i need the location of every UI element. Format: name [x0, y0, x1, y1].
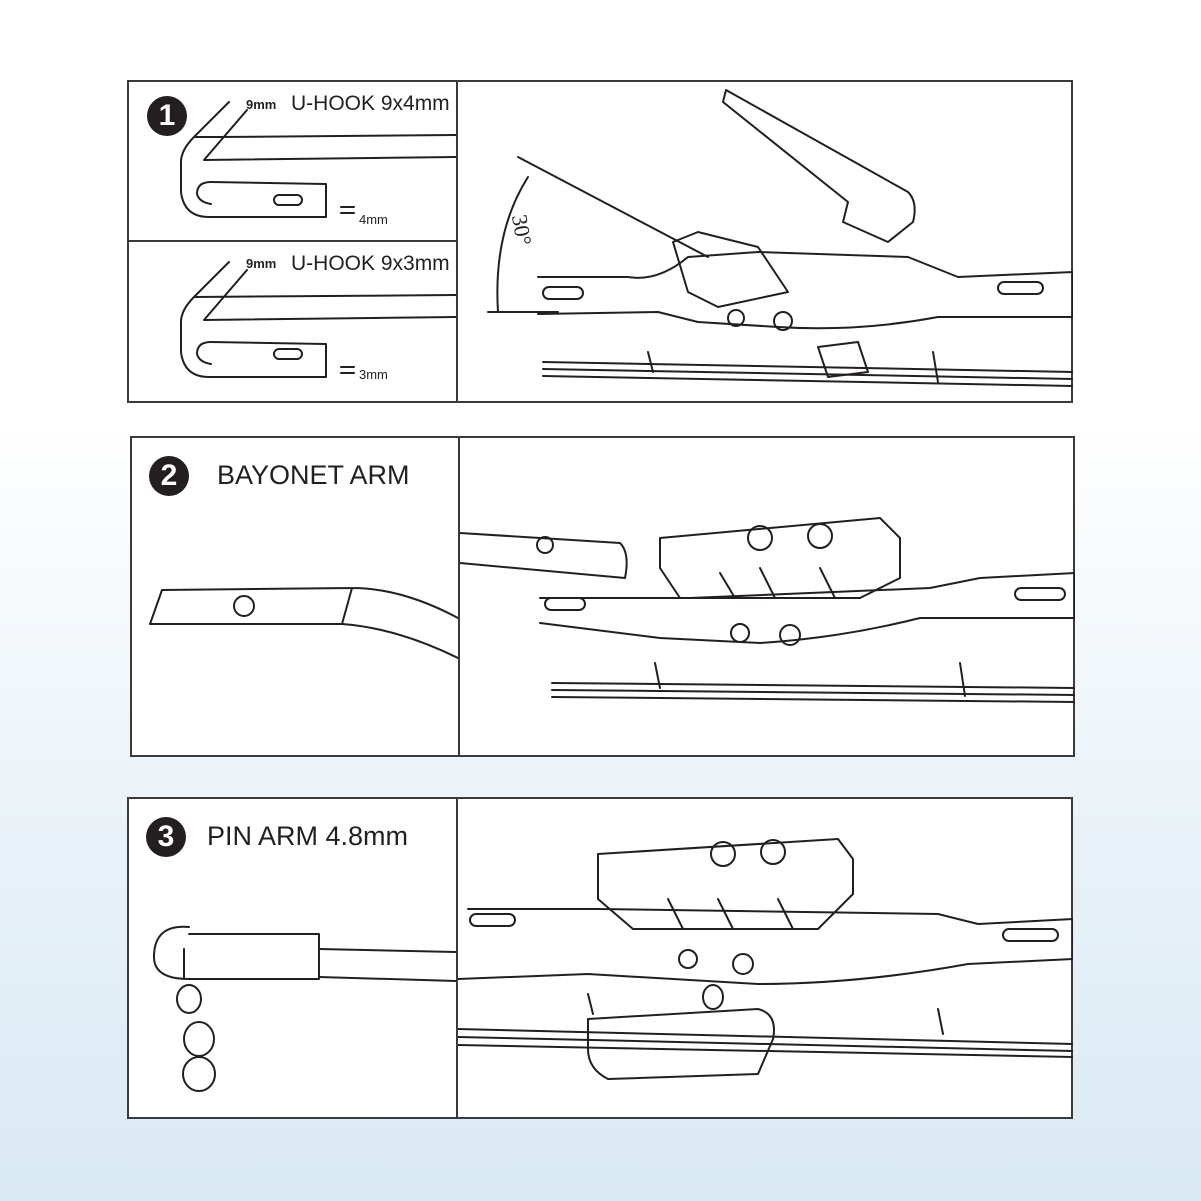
u-hook-9x4-drawing: [180, 101, 456, 218]
step-number-badge: 2: [149, 456, 189, 496]
width-label: 9mm: [246, 97, 277, 112]
panel-pin-arm: 3 PIN ARM 4.8mm: [127, 797, 1073, 1119]
step-number-badge: 1: [147, 96, 187, 136]
u-hook-9x4-cell: 1 9mm U-HOOK 9x4mm 4mm: [129, 82, 456, 240]
width-label: 9mm: [246, 256, 277, 271]
step-title: BAYONET ARM: [217, 460, 410, 490]
panel-bayonet-arm: 2 BAYONET ARM: [130, 436, 1075, 757]
hook-title: U-HOOK 9x3mm: [291, 252, 450, 275]
u-hook-9x3-drawing: [180, 261, 456, 378]
pin-arm-drawing: [153, 925, 456, 1092]
height-label: 3mm: [359, 367, 388, 382]
u-hook-9x3-cell: 9mm U-HOOK 9x3mm 3mm: [129, 242, 456, 402]
bayonet-install-drawing: [460, 517, 1075, 703]
panel-u-hook: 1 9mm U-HOOK 9x4mm 4mm 9mm U-HOOK 9x3mm …: [127, 80, 1073, 403]
step-number-badge: 3: [146, 817, 186, 857]
angle-label: 30°: [506, 212, 537, 248]
height-label: 4mm: [359, 212, 388, 227]
divider: [458, 438, 460, 755]
hook-title: U-HOOK 9x4mm: [291, 92, 450, 115]
divider: [456, 799, 458, 1117]
divider: [129, 240, 456, 242]
wiper-adapter-u-hook-drawing: [487, 89, 1073, 387]
divider: [456, 82, 458, 401]
step-title: PIN ARM 4.8mm: [207, 821, 409, 851]
bayonet-arm-drawing: [149, 587, 458, 659]
u-hook-install-illustration: 30°: [458, 82, 1073, 402]
pin-arm-install-drawing: [458, 838, 1073, 1080]
